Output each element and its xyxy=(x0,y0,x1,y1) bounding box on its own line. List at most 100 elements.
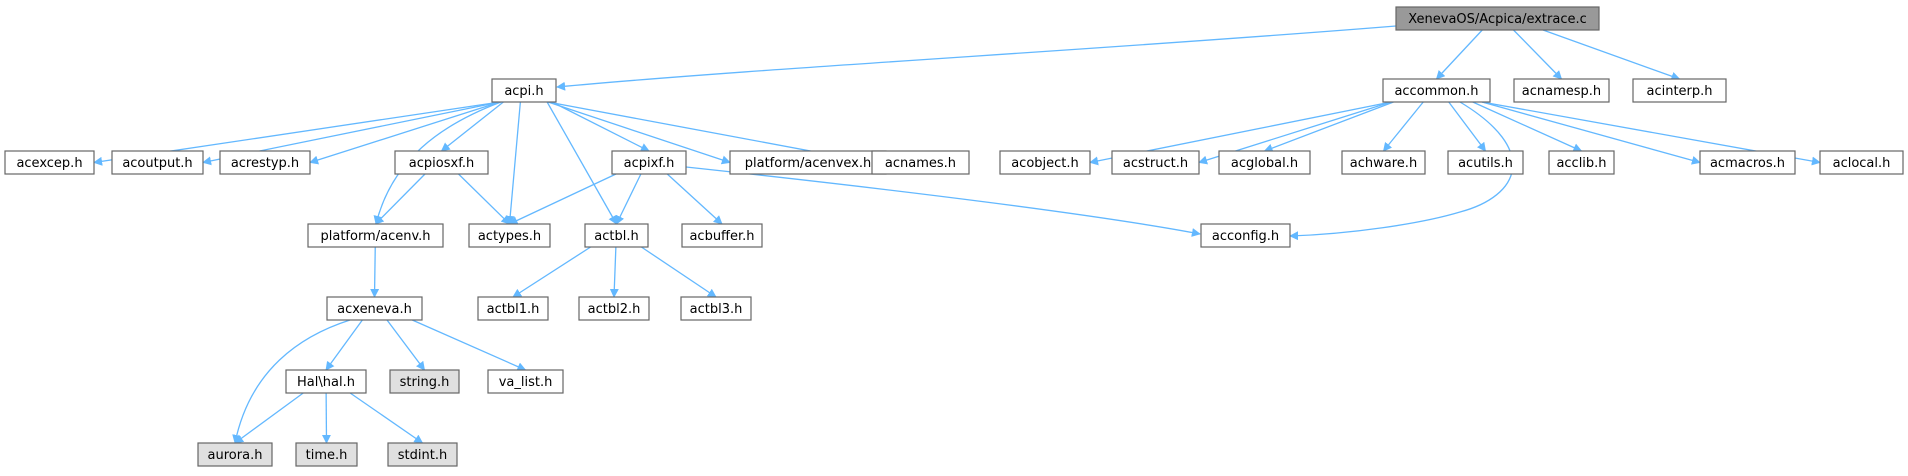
node-box xyxy=(578,296,650,321)
node-va-list-h[interactable]: va_list.h xyxy=(487,369,564,394)
edge-acpixf-h-to-acconfig-h xyxy=(685,166,1201,237)
node-acnames-h[interactable]: acnames.h xyxy=(871,150,970,175)
node-box xyxy=(285,369,367,394)
edge-acxeneva-h-to-string-h xyxy=(386,319,426,371)
node-time-h: time.h xyxy=(295,442,358,467)
node-label: acclib.h xyxy=(1556,156,1606,171)
edge-acpi-h-to-actbl-h xyxy=(546,101,618,225)
node-box xyxy=(307,223,444,248)
node-acrestyp-h[interactable]: acrestyp.h xyxy=(219,150,311,175)
node-box xyxy=(477,296,549,321)
edge-acpixf-h-to-acbuffer-h xyxy=(666,173,723,225)
node-hal-h[interactable]: Hal\hal.h xyxy=(285,369,367,394)
edge-hal-h-to-stdint-h xyxy=(349,392,424,444)
edge-acpiosxf-h-to-actypes-h xyxy=(458,173,511,225)
node-box xyxy=(1513,78,1610,103)
node-label: actbl3.h xyxy=(690,302,743,317)
node-actbl2-h[interactable]: actbl2.h xyxy=(578,296,650,321)
node-label: acinterp.h xyxy=(1646,84,1712,99)
edge-acpi-h-to-acenv-h xyxy=(373,101,502,225)
node-box xyxy=(1819,150,1904,175)
node-box xyxy=(584,223,649,248)
node-string-h: string.h xyxy=(389,369,460,394)
node-root[interactable]: XenevaOS/Acpica/extrace.c xyxy=(1395,6,1600,31)
node-aclocal-h[interactable]: aclocal.h xyxy=(1819,150,1904,175)
node-acoutput-h[interactable]: acoutput.h xyxy=(111,150,204,175)
edge-root-to-acinterp-h xyxy=(1542,29,1681,81)
node-box xyxy=(219,150,311,175)
node-acnamesp-h[interactable]: acnamesp.h xyxy=(1513,78,1610,103)
edge-acpixf-h-to-actbl-h xyxy=(615,173,642,225)
edge-acpixf-h-to-actypes-h xyxy=(508,173,617,225)
node-label: aclocal.h xyxy=(1833,156,1891,171)
node-label: acconfig.h xyxy=(1212,229,1279,244)
node-box xyxy=(1395,6,1600,31)
node-acutils-h[interactable]: acutils.h xyxy=(1447,150,1524,175)
node-actypes-h[interactable]: actypes.h xyxy=(468,223,551,248)
node-label: platform/acenv.h xyxy=(320,229,430,244)
node-acxeneva-h[interactable]: acxeneva.h xyxy=(326,296,423,321)
node-actbl-h[interactable]: actbl.h xyxy=(584,223,649,248)
node-label: achware.h xyxy=(1350,156,1417,171)
node-box xyxy=(611,150,687,175)
node-label: va_list.h xyxy=(499,375,553,390)
node-box xyxy=(1447,150,1524,175)
node-box xyxy=(387,442,458,467)
node-acpiosxf-h[interactable]: acpiosxf.h xyxy=(394,150,489,175)
node-label: acpixf.h xyxy=(624,156,675,171)
node-label: Hal\hal.h xyxy=(297,375,355,390)
node-aurora-h: aurora.h xyxy=(197,442,273,467)
node-acpixf-h[interactable]: acpixf.h xyxy=(611,150,687,175)
node-acinterp-h[interactable]: acinterp.h xyxy=(1632,78,1727,103)
node-achware-h[interactable]: achware.h xyxy=(1341,150,1426,175)
node-stdint-h: stdint.h xyxy=(387,442,458,467)
node-acbuffer-h[interactable]: acbuffer.h xyxy=(681,223,763,248)
node-box xyxy=(1382,78,1491,103)
edge-acxeneva-h-to-hal-h xyxy=(325,319,363,371)
node-box xyxy=(1699,150,1796,175)
node-acclib-h[interactable]: acclib.h xyxy=(1548,150,1615,175)
node-box xyxy=(681,223,763,248)
node-acglobal-h[interactable]: acglobal.h xyxy=(1218,150,1311,175)
node-actbl1-h[interactable]: actbl1.h xyxy=(477,296,549,321)
node-label: acnamesp.h xyxy=(1522,84,1601,99)
node-acenv-h[interactable]: platform/acenv.h xyxy=(307,223,444,248)
node-actbl3-h[interactable]: actbl3.h xyxy=(680,296,752,321)
node-label: acpiosxf.h xyxy=(409,156,474,171)
edge-root-to-acpi-h xyxy=(556,25,1397,91)
node-acmacros-h[interactable]: acmacros.h xyxy=(1699,150,1796,175)
edge-acenv-h-to-acxeneva-h xyxy=(370,246,380,298)
node-label: acxeneva.h xyxy=(337,302,412,317)
node-label: acrestyp.h xyxy=(231,156,299,171)
node-box xyxy=(295,442,358,467)
node-label: acpi.h xyxy=(504,84,543,99)
node-acexcep-h[interactable]: acexcep.h xyxy=(4,150,95,175)
node-label: acstruct.h xyxy=(1123,156,1188,171)
node-acconfig-h[interactable]: acconfig.h xyxy=(1200,223,1291,248)
node-label: acutils.h xyxy=(1458,156,1513,171)
node-label: actbl1.h xyxy=(487,302,540,317)
node-box xyxy=(111,150,204,175)
node-label: actbl2.h xyxy=(588,302,641,317)
node-label: acexcep.h xyxy=(16,156,82,171)
node-box xyxy=(394,150,489,175)
node-acstruct-h[interactable]: acstruct.h xyxy=(1111,150,1200,175)
edge-acpi-h-to-acpiosxf-h xyxy=(440,101,504,152)
node-label: platform/acenvex.h xyxy=(745,156,872,171)
node-accommon-h[interactable]: accommon.h xyxy=(1382,78,1491,103)
node-box xyxy=(1341,150,1426,175)
edge-accommon-h-to-acglobal-h xyxy=(1263,101,1394,153)
node-acobject-h[interactable]: acobject.h xyxy=(999,150,1091,175)
edge-accommon-h-to-acmacros-h xyxy=(1481,101,1701,165)
node-box xyxy=(4,150,95,175)
node-box xyxy=(487,369,564,394)
node-label: string.h xyxy=(400,375,450,390)
node-acenvex-h[interactable]: platform/acenvex.h xyxy=(729,150,887,175)
node-acpi-h[interactable]: acpi.h xyxy=(491,78,557,103)
edge-actbl-h-to-actbl1-h xyxy=(512,246,591,298)
edge-root-to-acnamesp-h xyxy=(1513,29,1563,80)
edge-acxeneva-h-to-aurora-h xyxy=(232,319,351,444)
edge-accommon-h-to-acutils-h xyxy=(1448,101,1487,152)
node-box xyxy=(491,78,557,103)
node-label: acglobal.h xyxy=(1231,156,1298,171)
